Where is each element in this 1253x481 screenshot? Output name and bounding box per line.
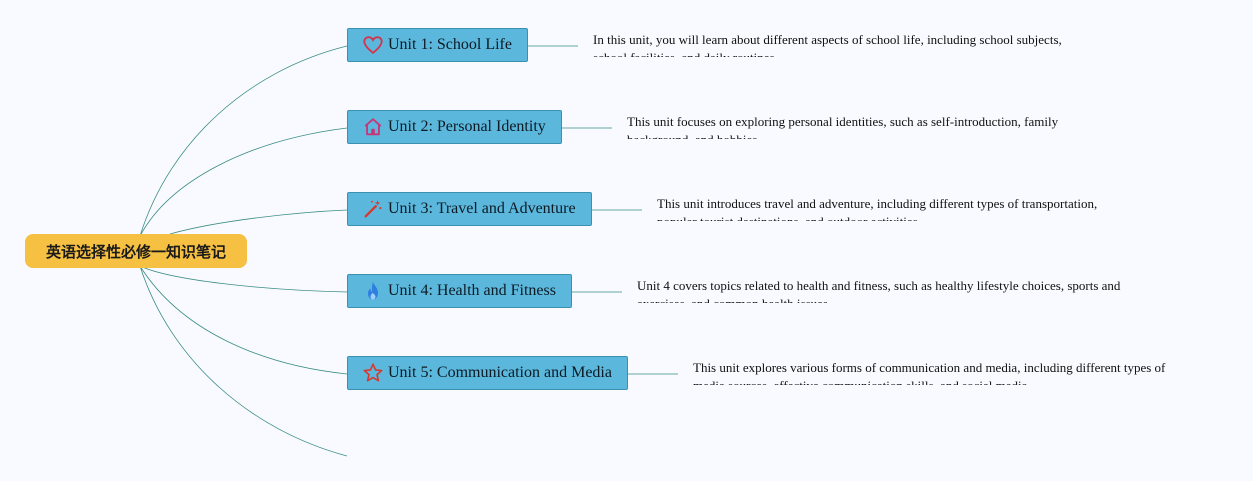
heart-icon [362, 34, 384, 56]
unit-1-label: Unit 1: School Life [388, 36, 512, 53]
branch-line-unit-3 [169, 209, 348, 235]
magic-wand-icon [362, 198, 384, 220]
unit-3-description: This unit introduces travel and adventur… [657, 196, 1098, 221]
star-icon [362, 362, 384, 384]
root-topic-label: 英语选择性必修一知识笔记 [45, 242, 226, 261]
unit-5-node[interactable]: Unit 5: Communication and Media [347, 356, 628, 390]
unit-2-node[interactable]: Unit 2: Personal Identity [347, 110, 562, 144]
unit-4-label: Unit 4: Health and Fitness [388, 282, 556, 299]
branch-line-unit-5 [139, 265, 348, 375]
unit-4-node[interactable]: Unit 4: Health and Fitness [347, 274, 572, 308]
branch-line-unit-1 [139, 45, 348, 237]
unit-5-label: Unit 5: Communication and Media [388, 364, 612, 381]
unit-1-description: In this unit, you will learn about diffe… [593, 32, 1062, 57]
unit-3-label: Unit 3: Travel and Adventure [388, 200, 576, 217]
unit-2-description: This unit focuses on exploring personal … [627, 114, 1059, 139]
branch-line-unit-4 [139, 265, 348, 293]
branch-line-unit-2 [139, 127, 348, 237]
unit-3-node[interactable]: Unit 3: Travel and Adventure [347, 192, 592, 226]
unit-2-label: Unit 2: Personal Identity [388, 118, 546, 135]
unit-4-description: Unit 4 covers topics related to health a… [637, 278, 1121, 303]
unit-5-description: This unit explores various forms of comm… [693, 360, 1166, 385]
unit-1-node[interactable]: Unit 1: School Life [347, 28, 528, 62]
home-icon [362, 116, 384, 138]
root-topic[interactable]: 英语选择性必修一知识笔记 [25, 234, 247, 268]
branch-line-empty [139, 265, 348, 457]
flame-icon [362, 280, 384, 302]
